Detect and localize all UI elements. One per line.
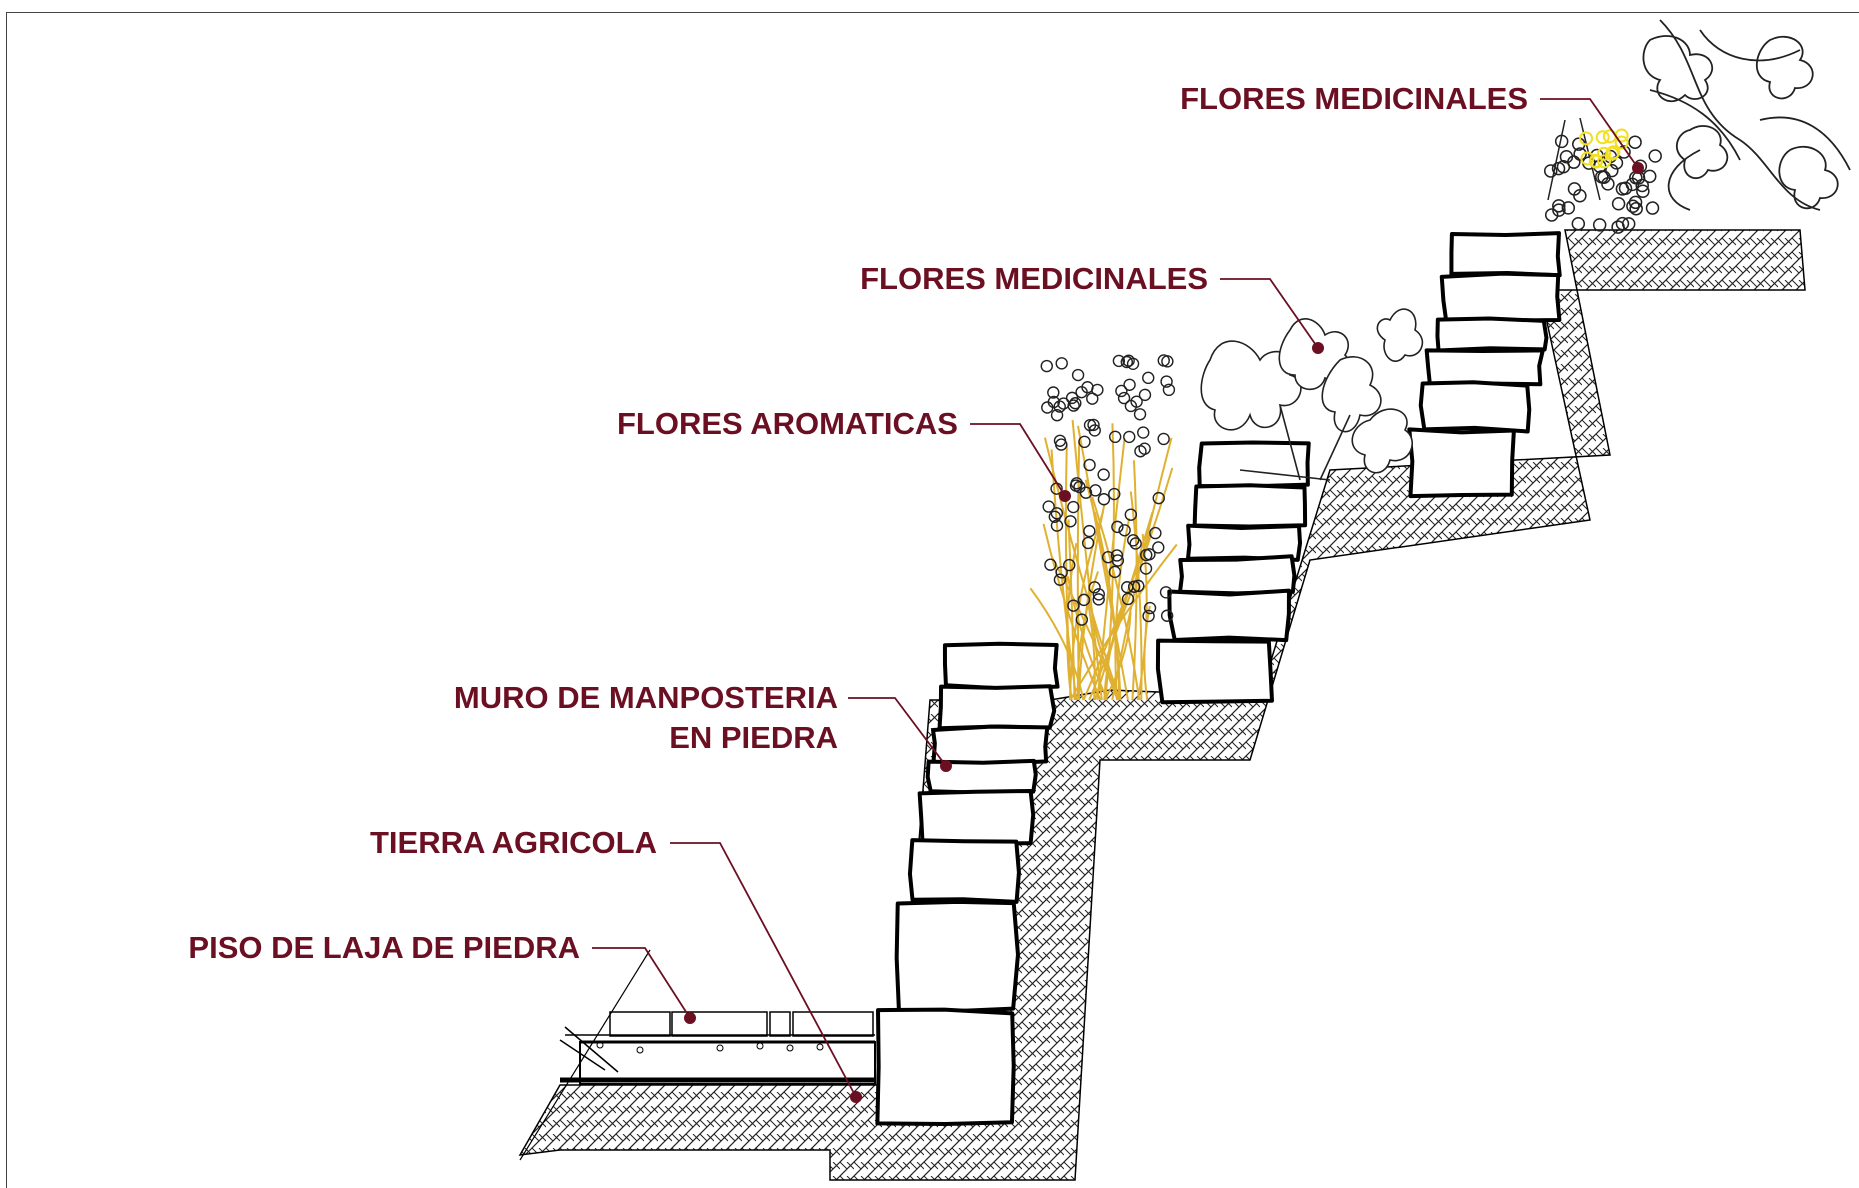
stone-block-icon — [1178, 554, 1297, 596]
label-muro-line1: MURO DE MANPOSTERIA — [454, 680, 838, 715]
leader-flores-aromaticas — [970, 423, 1066, 497]
flower-icon — [1561, 201, 1576, 215]
dot-tierra-agricola — [850, 1091, 862, 1103]
dot-flores-aromaticas — [1059, 490, 1071, 502]
stone-block-icon — [907, 838, 1021, 904]
stone-block-icon — [931, 724, 1050, 767]
flower-icon — [1605, 163, 1619, 178]
label-tierra-agricola: TIERRA AGRICOLA — [370, 825, 657, 860]
flower-icon — [1645, 201, 1660, 215]
flower-icon — [1605, 146, 1620, 161]
leader-lines — [592, 98, 1639, 1098]
medicinal-flowers — [1543, 117, 1662, 234]
flower-icon — [1567, 182, 1582, 196]
aromatic-grass-icon — [1029, 354, 1178, 701]
flower-icon — [1592, 218, 1607, 232]
yellow-flowers — [1579, 128, 1629, 169]
flower-icon — [1571, 216, 1586, 231]
dot-piso-laja — [684, 1012, 696, 1024]
stone-block-icon — [1435, 316, 1549, 353]
label-piso-laja: PISO DE LAJA DE PIEDRA — [188, 930, 580, 965]
label-flores-medicinales-mid: FLORES MEDICINALES — [860, 261, 1208, 296]
flower-icon — [1551, 161, 1566, 176]
dot-muro — [940, 760, 952, 772]
flower-icon — [1615, 216, 1630, 231]
stone-block-icon — [1418, 380, 1532, 434]
flower-icon — [1588, 154, 1603, 169]
stone-block-icon — [925, 758, 1038, 795]
stone-block-icon — [1407, 427, 1516, 499]
flower-icon — [1642, 169, 1657, 184]
label-flores-aromaticas: FLORES AROMATICAS — [617, 406, 958, 441]
flower-icon — [1614, 135, 1629, 150]
flower-icon — [1601, 177, 1615, 191]
flower-icon — [1648, 149, 1662, 163]
flower-icon — [1544, 208, 1559, 222]
flower-icon — [1543, 164, 1558, 178]
flower-icon — [1621, 217, 1636, 231]
stone-block-icon — [1449, 231, 1562, 278]
dot-flores-medicinales-mid — [1312, 342, 1324, 354]
flower-icon — [1629, 201, 1643, 216]
leader-piso-laja — [592, 947, 691, 1019]
flower-icon — [1567, 155, 1581, 169]
flower-icon — [1611, 197, 1626, 211]
stone-block-icon — [1185, 523, 1303, 562]
flower-icon — [1626, 199, 1640, 214]
flower-icon — [1552, 199, 1566, 213]
flower-icon — [1636, 184, 1650, 199]
stone-block-icon — [875, 1007, 1016, 1126]
flower-icon — [1597, 154, 1612, 169]
flower-icon — [1552, 203, 1566, 217]
drawing-frame — [6, 12, 1859, 1188]
flower-icon — [1597, 146, 1612, 161]
medicinal-plant-icon — [1200, 308, 1424, 481]
stone-block-icon — [937, 684, 1057, 731]
stone-block-icon — [1192, 483, 1308, 529]
leader-muro — [848, 697, 947, 767]
flower-icon — [1615, 182, 1630, 196]
stone-block-icon — [894, 899, 1020, 1014]
flower-icon — [1628, 195, 1643, 210]
flower-icon — [1580, 151, 1595, 166]
stone-block-icon — [942, 641, 1060, 691]
medicinal-plant-icon — [1642, 19, 1851, 211]
flower-icon — [1595, 130, 1610, 145]
stone-block-icon — [1439, 271, 1562, 324]
flower-icon — [1579, 131, 1594, 146]
leader-tierra-agricola — [670, 842, 857, 1098]
leader-flores-medicinales-mid — [1220, 278, 1319, 349]
label-muro-line2: EN PIEDRA — [669, 720, 838, 755]
leader-dots — [684, 162, 1644, 1103]
stone-block-icon — [1167, 588, 1291, 643]
dot-flores-medicinales-top — [1632, 162, 1644, 174]
flower-icon — [1606, 145, 1621, 160]
stone-wall — [875, 231, 1562, 1126]
leader-flores-medicinales-top — [1540, 98, 1639, 169]
flower-icon — [1628, 135, 1642, 149]
stone-block-icon — [1155, 638, 1274, 705]
label-flores-medicinales-top: FLORES MEDICINALES — [1180, 81, 1528, 116]
stone-block-icon — [1424, 348, 1545, 387]
stone-block-icon — [917, 788, 1036, 847]
